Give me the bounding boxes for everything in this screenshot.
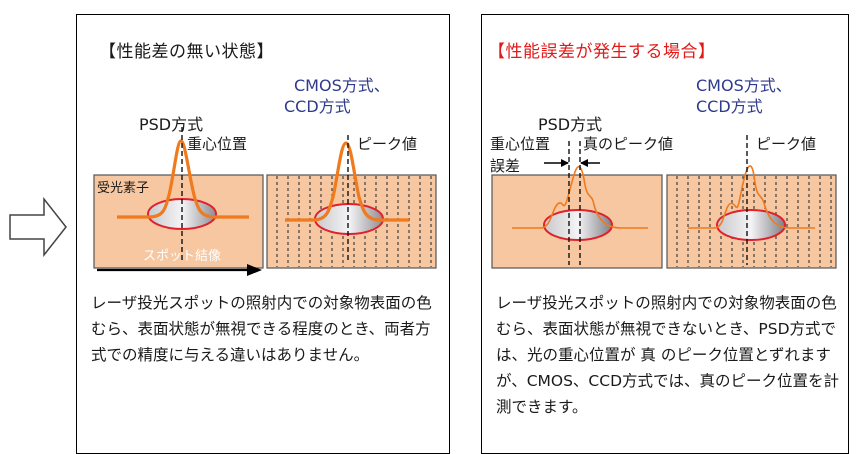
- light-receiving-element-label: 受光素子: [97, 181, 150, 196]
- normal-state-diagram: [93, 127, 437, 276]
- true-peak-label: 真のピーク値: [583, 135, 674, 153]
- error-state-diagram: [491, 135, 837, 269]
- cmos-method-label: CMOS方式、: [294, 76, 390, 95]
- description-text: レーザ投光スポットの照射内での対象物表面の色むら、表面状態が無視できないとき、P…: [496, 294, 840, 416]
- psd-peak-curve: [117, 139, 249, 219]
- error-state-panel: 【性能誤差が発生する場合】: [481, 14, 849, 454]
- description-text: レーザ投光スポットの照射内での対象物表面の色むら、表面状態が無視できる程度のとき…: [91, 294, 432, 364]
- normal-state-panel: 【性能差の無い状態】: [76, 14, 450, 454]
- hollow-right-arrow-icon: [9, 196, 67, 258]
- spot-image-label: スポット結像: [143, 249, 222, 264]
- peak-value-label: ピーク値: [357, 135, 418, 153]
- ccd-method-label: CCD方式: [696, 97, 763, 116]
- cmos-peak-curve: [285, 141, 409, 222]
- centroid-position-label: 重心位置: [490, 135, 551, 153]
- psd-spot: [543, 209, 613, 241]
- panel-heading: 【性能誤差が発生する場合】: [488, 42, 716, 62]
- cmos-method-label: CMOS方式、: [696, 76, 792, 95]
- psd-method-label: PSD方式: [139, 115, 204, 134]
- psd-multipeak-curve: [512, 165, 648, 229]
- cmos-spot: [716, 209, 786, 241]
- centroid-position-label: 重心位置: [187, 135, 248, 153]
- psd-method-label: PSD方式: [538, 115, 603, 134]
- panel-heading: 【性能差の無い状態】: [99, 42, 274, 62]
- cmos-multipeak-curve: [688, 165, 815, 229]
- ccd-method-label: CCD方式: [284, 97, 351, 116]
- peak-value-label: ピーク値: [756, 135, 817, 153]
- error-label: 誤差: [490, 157, 521, 175]
